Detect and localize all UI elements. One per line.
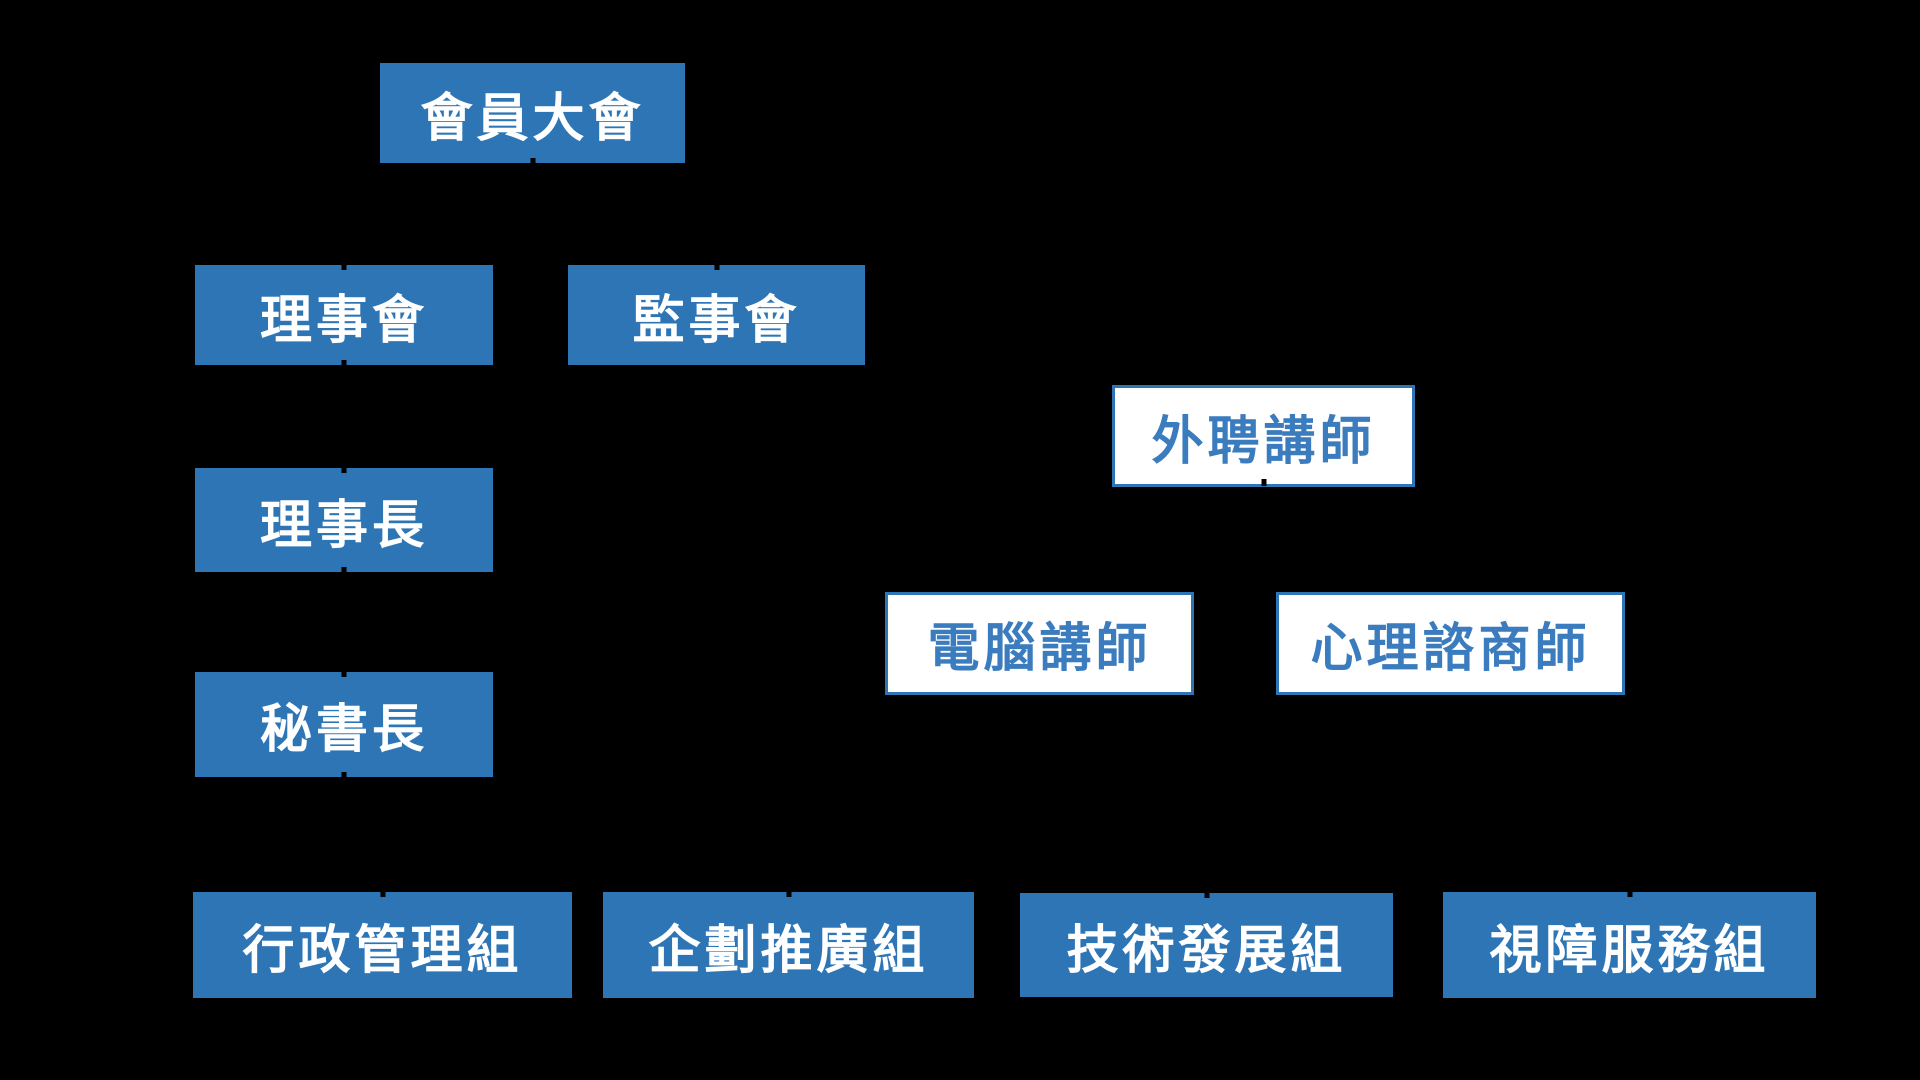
org-node-planning-promotion-group: 企劃推廣組 — [603, 892, 974, 998]
org-node-label: 秘書長 — [259, 700, 428, 760]
org-node-label: 理事長 — [259, 495, 428, 556]
org-node-label: 企劃推廣組 — [648, 920, 929, 981]
org-node-secretary-general: 秘書長 — [195, 672, 493, 777]
org-node-vision-services-group: 視障服務組 — [1443, 892, 1816, 998]
org-node-label: 會員大會 — [420, 88, 645, 149]
org-node-board-of-supervisors: 監事會 — [568, 265, 865, 365]
org-node-label: 外聘講師 — [1151, 411, 1376, 472]
org-node-chairman: 理事長 — [195, 468, 493, 572]
org-node-psych-counselor: 心理諮商師 — [1276, 592, 1625, 695]
org-node-tech-development-group: 技術發展組 — [1020, 893, 1393, 997]
org-node-label: 理事會 — [259, 290, 428, 351]
org-node-board-of-directors: 理事會 — [195, 265, 493, 365]
org-node-label: 技術發展組 — [1066, 920, 1347, 981]
org-node-member-assembly: 會員大會 — [380, 63, 685, 163]
org-node-label: 電腦講師 — [927, 619, 1152, 679]
org-node-admin-management-group: 行政管理組 — [193, 892, 572, 998]
org-node-label: 監事會 — [632, 290, 801, 351]
org-node-computer-lecturer: 電腦講師 — [885, 592, 1194, 695]
org-node-label: 視障服務組 — [1489, 920, 1770, 981]
org-node-label: 心理諮商師 — [1310, 619, 1591, 679]
org-node-external-lecturers: 外聘講師 — [1112, 385, 1415, 487]
org-node-label: 行政管理組 — [242, 920, 523, 981]
